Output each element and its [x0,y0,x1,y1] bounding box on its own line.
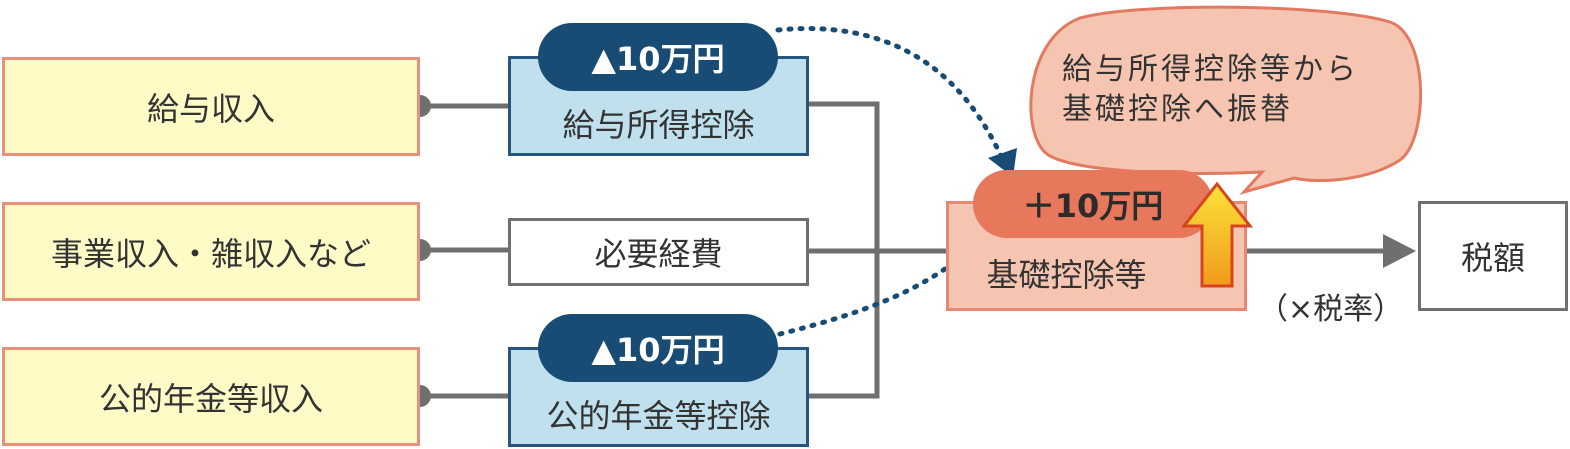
expenses-label: 必要経費 [594,235,723,273]
dotted-arrowhead-top [988,148,1017,177]
business-income-label: 事業収入・雑収入など [50,234,371,273]
salary-minus-pill: ▲10万円 [538,23,778,91]
pension-income-label: 公的年金等収入 [98,379,323,418]
tax-arrowhead [1383,234,1416,268]
up-arrow-icon [1180,181,1254,288]
merge-top [808,101,880,251]
basic-deduction-label: 基礎控除等 [986,256,1147,294]
salary-minus-label: ▲10万円 [591,40,725,78]
speech-line-1: 給与所得控除等から [1062,52,1359,87]
pension-minus-label: ▲10万円 [591,331,725,369]
salary-income-label: 給与収入 [146,89,275,128]
basic-plus-pill: ＋10万円 [973,170,1213,238]
expenses-box: 必要経費 [508,218,809,286]
pension-income-box: 公的年金等収入 [2,347,420,446]
merge-bottom [808,251,880,399]
speech-line-2: 基礎控除へ振替 [1062,92,1293,127]
tax-label: 税額 [1460,239,1525,277]
speech-bubble [1029,5,1422,195]
pension-deduction-label: 公的年金等控除 [546,397,771,435]
business-income-box: 事業収入・雑収入など [2,202,420,301]
tax-box: 税額 [1418,201,1568,311]
salary-deduction-label: 給与所得控除 [562,106,755,144]
salary-income-box: 給与収入 [2,57,420,156]
pension-minus-pill: ▲10万円 [538,314,778,382]
basic-plus-label: ＋10万円 [1022,187,1164,225]
tax-rate-note: （×税率） [1258,292,1404,327]
dotted-arrow-top [775,26,1008,168]
